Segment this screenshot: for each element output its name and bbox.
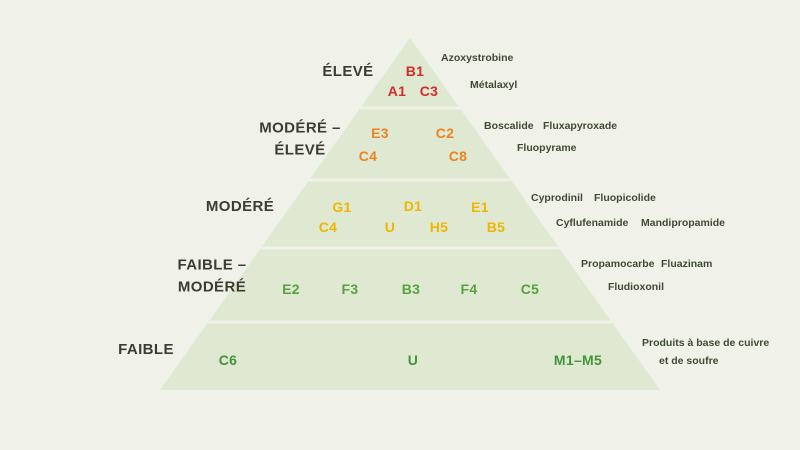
resistance-code: C6 bbox=[218, 352, 238, 368]
resistance-code: U bbox=[407, 352, 419, 368]
fungicide-label: Mandipropamide bbox=[641, 217, 726, 229]
fungicide-label: Propamocarbe bbox=[581, 258, 655, 270]
risk-level-label-modere-eleve: MODÉRÉ – ÉLEVÉ bbox=[259, 119, 341, 158]
risk-level-label-faible-modere: FAIBLE – MODÉRÉ bbox=[177, 256, 247, 295]
resistance-code: E1 bbox=[471, 199, 489, 215]
resistance-code: E3 bbox=[371, 125, 389, 141]
resistance-code: G1 bbox=[332, 199, 352, 215]
resistance-code: U bbox=[384, 219, 396, 235]
fungicide-label: Cyflufenamide bbox=[556, 217, 629, 229]
fungicide-label: et de soufre bbox=[659, 355, 719, 367]
resistance-code: H5 bbox=[429, 219, 449, 235]
fungicide-label: Fluazinam bbox=[661, 258, 713, 270]
fungicide-label: Produits à base de cuivre bbox=[642, 337, 770, 349]
fungicide-label: Fluopicolide bbox=[594, 192, 656, 204]
resistance-code: C4 bbox=[318, 219, 338, 235]
resistance-code: F3 bbox=[341, 281, 359, 297]
resistance-code: C8 bbox=[448, 148, 468, 164]
risk-level-label-faible: FAIBLE bbox=[118, 341, 174, 359]
resistance-code: M1–M5 bbox=[553, 352, 603, 368]
resistance-code: C2 bbox=[435, 125, 455, 141]
fungicide-label: Azoxystrobine bbox=[441, 52, 514, 64]
fungicide-label: Métalaxyl bbox=[470, 79, 518, 91]
fungicide-label: Boscalide bbox=[484, 120, 534, 132]
resistance-code: A1 bbox=[387, 83, 407, 99]
risk-level-label-modere: MODÉRÉ bbox=[205, 198, 275, 216]
fungicide-label: Fluxapyroxade bbox=[543, 120, 618, 132]
risk-level-label-eleve: ÉLEVÉ bbox=[322, 63, 374, 81]
fungicide-label: Fludioxonil bbox=[608, 281, 664, 293]
resistance-code: D1 bbox=[403, 198, 423, 214]
fungicide-label: Fluopyrame bbox=[517, 142, 577, 154]
resistance-code: E2 bbox=[282, 281, 300, 297]
resistance-code: C5 bbox=[520, 281, 540, 297]
resistance-code: B3 bbox=[401, 281, 421, 297]
resistance-code: B5 bbox=[486, 219, 506, 235]
resistance-code: B1 bbox=[405, 63, 425, 79]
resistance-code: C3 bbox=[419, 83, 439, 99]
fungicide-label: Cyprodinil bbox=[531, 192, 583, 204]
resistance-code: F4 bbox=[460, 281, 478, 297]
resistance-code: C4 bbox=[358, 148, 378, 164]
